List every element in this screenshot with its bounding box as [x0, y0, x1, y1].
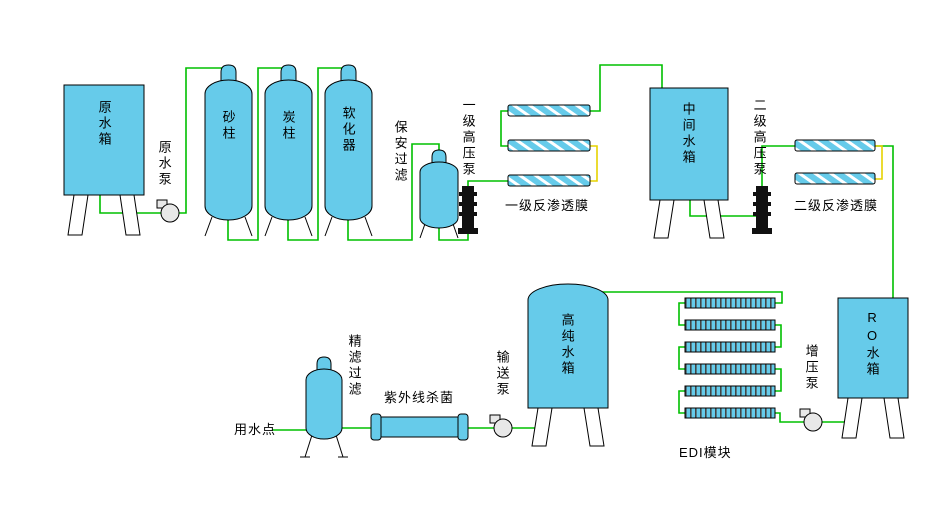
transfer-pump-label: 输送泵 [494, 350, 510, 398]
tank-leg [531, 407, 553, 447]
softener-vessel [324, 64, 373, 237]
tank-leg [119, 194, 141, 236]
tank-leg [703, 199, 725, 239]
raw-water-tank [63, 84, 145, 236]
high-pressure-pump-1 [458, 186, 478, 234]
tank-leg [653, 199, 675, 239]
raw-tank-label: 原水箱 [96, 100, 112, 148]
edi-module-stack [684, 297, 776, 419]
ro-membrane-2-label: 二级反渗透膜 [794, 198, 879, 213]
vessel-cap [280, 64, 297, 82]
ro-membrane-stage2 [794, 139, 876, 185]
tank-leg [583, 407, 605, 447]
transfer-pump [489, 414, 513, 438]
fine-filter-vessel [300, 356, 348, 458]
tank-leg [67, 194, 89, 236]
ro-tank-label: RO水箱 [864, 310, 880, 378]
softener-label: 软化器 [340, 106, 356, 154]
vessel-cap [220, 64, 237, 82]
vessel-cap [431, 149, 447, 165]
pipes-concentrate-yellow [590, 145, 883, 182]
water-point-label: 用水点 [234, 422, 277, 437]
raw-water-pump [156, 199, 180, 223]
security-filter-label: 保安过滤 [392, 120, 408, 184]
uv-sterilizer-unit [370, 413, 469, 441]
uv-sterilizer-label: 紫外线杀菌 [384, 390, 455, 405]
fine-filter-label: 精滤过滤 [346, 334, 362, 398]
vessel-cap [340, 64, 357, 82]
carbon-column-vessel [264, 64, 313, 237]
mid-tank-label: 中间水箱 [680, 102, 696, 166]
raw-pump-label: 原水泵 [156, 140, 172, 188]
security-filter-vessel [419, 149, 459, 239]
booster-pump [799, 408, 823, 432]
ro-membrane-1-label: 一级反渗透膜 [505, 198, 590, 213]
ro-membrane-stage1 [507, 104, 591, 187]
edi-module-label: EDI模块 [679, 445, 732, 460]
hp-pump-1-label: 一级高压泵 [460, 98, 476, 178]
tank-leg [841, 397, 863, 439]
hp-pump-2-label: 二级高压泵 [751, 98, 767, 178]
sand-column-vessel [204, 64, 253, 237]
high-purity-water-tank [527, 283, 609, 447]
pure-tank-label: 高纯水箱 [559, 313, 575, 377]
carbon-column-label: 炭柱 [280, 110, 296, 142]
intermediate-water-tank [649, 87, 729, 239]
booster-pump-label: 增压泵 [803, 344, 819, 392]
tank-leg [883, 397, 905, 439]
ro-water-tank [837, 297, 909, 439]
sand-column-label: 砂柱 [220, 110, 236, 142]
high-pressure-pump-2 [752, 186, 772, 234]
vessel-cap [316, 356, 332, 372]
